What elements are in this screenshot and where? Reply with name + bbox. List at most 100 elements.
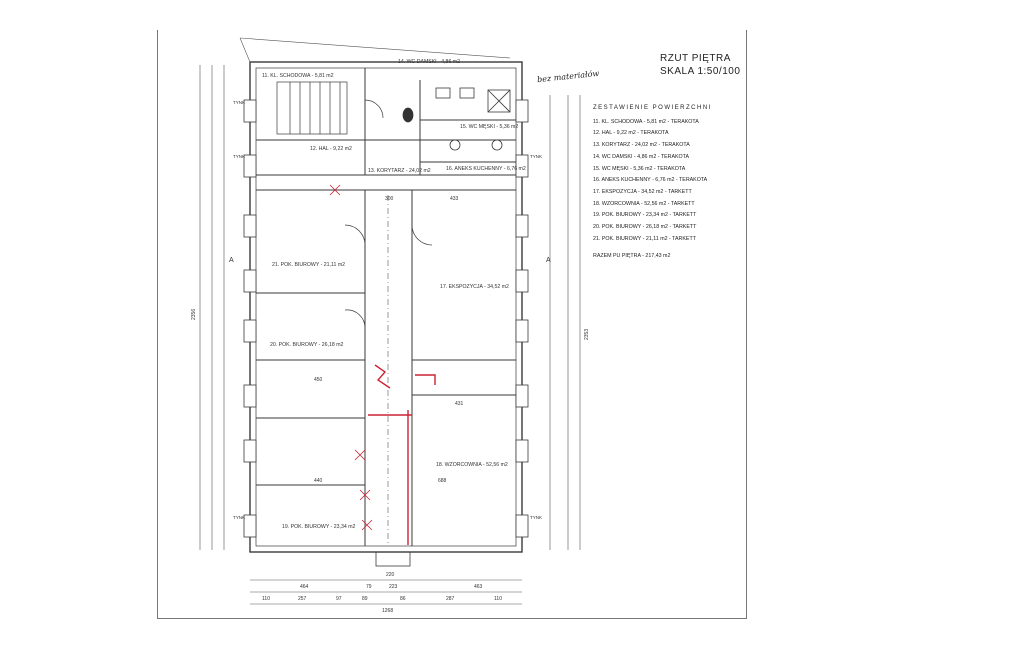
outer-dimensions: 220 464 79 223 463 110 257 97 89 86 287 …: [191, 309, 590, 614]
window-opening: [515, 269, 529, 293]
dim-bottom: 110: [262, 596, 270, 602]
window-label: TYNK: [530, 515, 542, 520]
window-opening: [515, 214, 529, 238]
window-opening: [243, 514, 257, 538]
window-opening: [243, 214, 257, 238]
dim-text: 433: [450, 196, 459, 202]
door-swing-icon: [364, 99, 384, 119]
red-crosses: [354, 449, 373, 531]
dimension-lines: [199, 37, 581, 605]
stair-block: [276, 81, 348, 135]
dim-text: 431: [455, 401, 464, 407]
area-legend: ZESTAWIENIE POWIERZCHNI 11. KL. SCHODOWA…: [593, 103, 712, 263]
drawing-scale: SKALA 1:50/100: [660, 66, 741, 77]
room-labels: 11. KL. SCHODOWA - 5,81 m2 12. HAL - 9,2…: [262, 59, 526, 530]
window-opening: [515, 439, 529, 463]
building-outline-inner: [255, 67, 517, 547]
room-label-14: 14. WC DAMSKI - 4,86 m2: [398, 59, 460, 65]
section-mark: A: [229, 257, 234, 264]
dim-bottom: 89: [362, 596, 368, 602]
red-door: [415, 374, 436, 385]
shower-icon: [487, 89, 511, 113]
dim-bottom: 86: [400, 596, 406, 602]
legend-header: ZESTAWIENIE POWIERZCHNI: [593, 105, 712, 111]
door-swing-icon: [344, 309, 366, 329]
legend-item: 14. WC DAMSKI - 4,86 m2 - TERAKOTA: [593, 153, 690, 160]
window-opening: [243, 99, 257, 123]
legend-item: 20. POK. BIUROWY - 26,18 m2 - TARKETT: [593, 224, 697, 231]
sink-icon: [491, 139, 503, 151]
dim-bottom: 464: [300, 584, 309, 590]
legend-item: 11. KL. SCHODOWA - 5,81 m2 - TERAKOTA: [593, 118, 699, 125]
legend-item: 12. HAL - 9,22 m2 - TERAKOTA: [593, 130, 669, 137]
window-opening: [515, 384, 529, 408]
door-swing-icon: [411, 224, 433, 246]
legend-item: 13. KORYTARZ - 24,02 m2 - TERAKOTA: [593, 142, 690, 149]
dim-center-width: 220: [386, 572, 395, 578]
windows: [243, 99, 529, 538]
legend-item: 15. WC MĘSKI - 5,36 m2 - TERAKOTA: [593, 165, 686, 172]
title-block: RZUT PIĘTRA SKALA 1:50/100: [660, 52, 740, 78]
legend-item: 19. POK. BIUROWY - 23,34 m2 - TARKETT: [593, 212, 697, 219]
window-label: TYNK: [233, 515, 245, 520]
staircase: [276, 81, 348, 135]
dim-left-total: 2356: [191, 309, 197, 320]
legend-item: 21. POK. BIUROWY - 21,11 m2 - TARKETT: [593, 235, 696, 242]
section-marks: A A: [229, 257, 551, 264]
room-label-21: 21. POK. BIUROWY - 21,11 m2: [272, 262, 345, 268]
doors: [344, 99, 433, 329]
window-opening: [515, 154, 529, 178]
window-label: TYNK: [233, 100, 245, 105]
room-label-15: 15. WC MĘSKI - 5,36 m2: [460, 124, 518, 130]
interior-walls: [256, 68, 516, 546]
drawing-sheet: [157, 30, 747, 619]
red-crosses: [329, 184, 341, 196]
window-opening: [243, 319, 257, 343]
entrance-platform: [375, 551, 411, 567]
inner-dimensions: 440 450 688 431 433 300: [314, 196, 464, 484]
dim-text: 440: [314, 478, 323, 484]
section-mark: A: [546, 257, 551, 264]
legend-total: RAZEM PU PIĘTRA - 217,43 m2: [593, 253, 671, 260]
dim-bottom: 257: [298, 596, 307, 602]
building-outline: [249, 61, 523, 553]
drawing-title: RZUT PIĘTRA: [660, 53, 731, 64]
window-opening: [515, 319, 529, 343]
red-zigzag: [374, 364, 391, 389]
legend-item: 17. EKSPOZYCJA - 34,52 m2 - TARKETT: [593, 188, 692, 195]
dim-bottom: 223: [389, 584, 398, 590]
outer-walls: [249, 61, 523, 553]
toilet-icon: [402, 107, 414, 123]
sink-icon: [449, 139, 461, 151]
room-label-13: 13. KORYTARZ - 24,02 m2: [368, 168, 431, 174]
dim-bottom: 79: [366, 584, 372, 590]
dim-bottom: 110: [494, 596, 502, 602]
window-opening: [243, 384, 257, 408]
room-label-16: 16. ANEKS KUCHENNY - 6,76 m2: [446, 166, 526, 172]
door-swing-icon: [344, 224, 366, 246]
window-label: TYNK: [233, 154, 245, 159]
sanitary-fixtures: [402, 87, 511, 151]
window-labels: TYNK TYNK TYNK TYNK TYNK: [233, 100, 542, 520]
window-opening: [243, 439, 257, 463]
window-opening: [243, 154, 257, 178]
sink-icon: [435, 87, 451, 99]
dim-text: 688: [438, 478, 447, 484]
room-label-11: 11. KL. SCHODOWA - 5,81 m2: [262, 73, 334, 79]
window-label: TYNK: [530, 154, 542, 159]
dim-text: 450: [314, 377, 323, 383]
window-opening: [515, 514, 529, 538]
room-label-20: 20. POK. BIUROWY - 26,18 m2: [270, 342, 344, 348]
dim-bottom: 463: [474, 584, 483, 590]
room-label-17: 17. EKSPOZYCJA - 34,52 m2: [440, 284, 509, 290]
room-label-19: 19. POK. BIUROWY - 23,34 m2: [282, 524, 356, 530]
legend-item: 18. WZORCOWNIA - 52,56 m2 - TARKETT: [593, 200, 695, 207]
dim-right-total: 2353: [584, 329, 590, 340]
room-label-12: 12. HAL - 9,22 m2: [310, 146, 352, 152]
dim-total: 1268: [382, 608, 393, 614]
room-label-18: 18. WZORCOWNIA - 52,56 m2: [436, 462, 508, 468]
window-opening: [243, 269, 257, 293]
red-modifications: [329, 184, 436, 545]
legend-item: 16. ANEKS KUCHENNY - 6,76 m2 - TERAKOTA: [593, 177, 708, 184]
